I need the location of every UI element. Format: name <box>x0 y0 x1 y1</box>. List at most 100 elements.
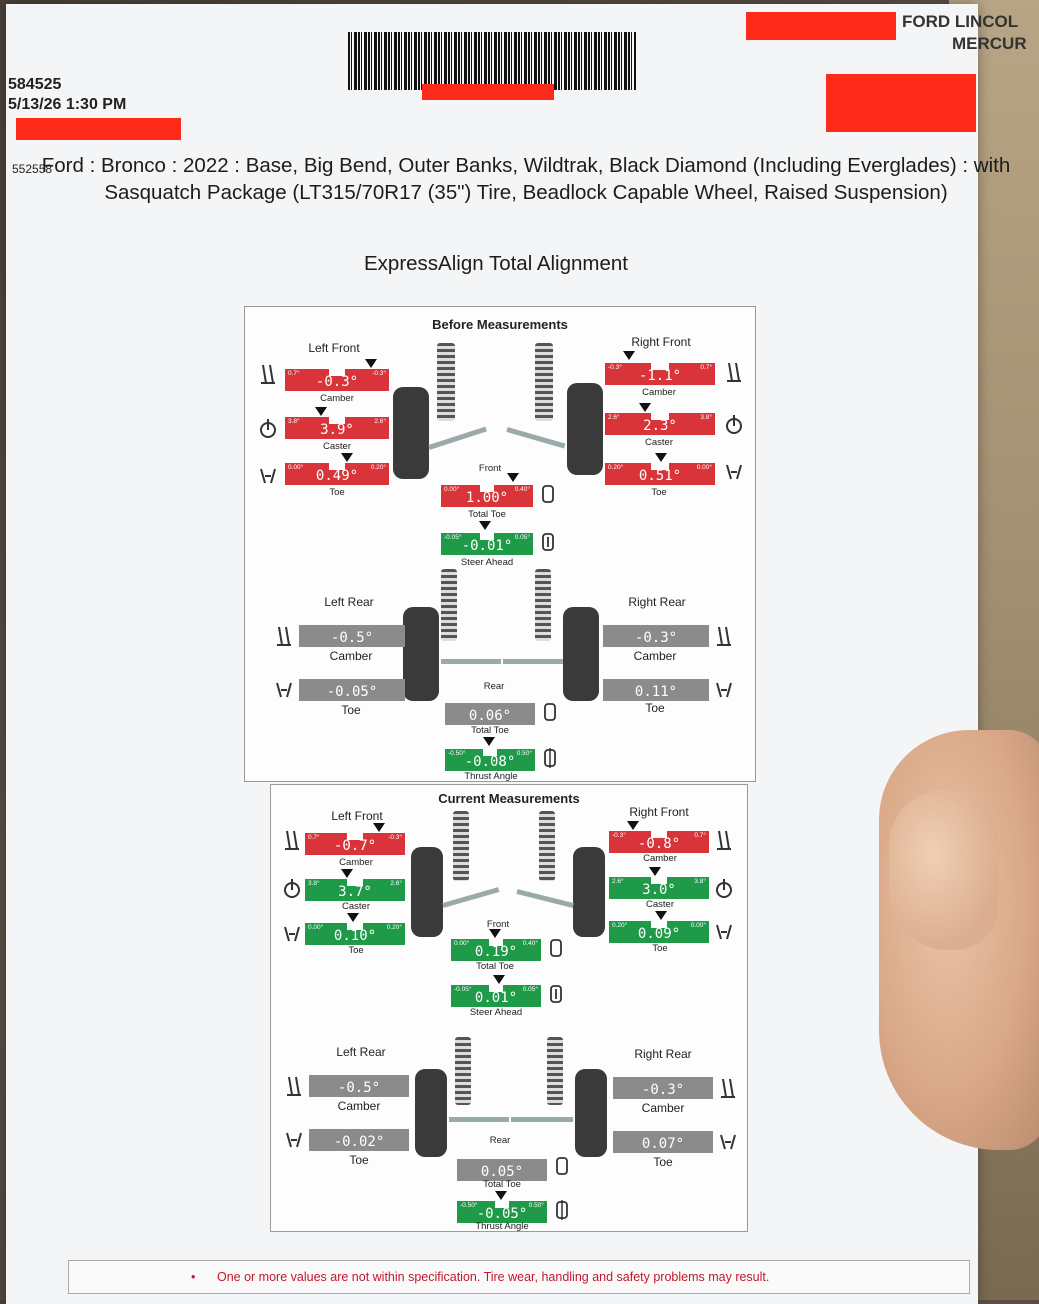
rear-left-tire <box>415 1069 447 1157</box>
rr-toe-label: Toe <box>653 1155 673 1169</box>
dealer-name-line2: MERCUR <box>952 34 1027 53</box>
rear-left-tire <box>403 607 439 701</box>
lr-toe-label: Toe <box>341 703 361 717</box>
front-total-toe-value: 0.19° <box>474 944 518 960</box>
thrust-angle-value: -0.05° <box>476 1206 528 1222</box>
rf-caster-bar: 2.6°3.8°3.0° <box>609 877 709 899</box>
lf-caster-bar: 3.8°2.6°3.7° <box>305 879 405 901</box>
thrust-angle-bar: -0.50°0.50°-0.05° <box>457 1201 547 1223</box>
lr-toe-label: Toe <box>349 1153 369 1167</box>
rr-camber-label: Camber <box>633 649 677 663</box>
arrow-down-icon <box>315 407 327 416</box>
trailing-arm <box>449 1117 509 1122</box>
camber-icon <box>285 830 299 850</box>
toe-icon <box>720 1134 736 1150</box>
front-right-tire <box>567 383 603 475</box>
rr-toe-value: 0.07° <box>641 1136 685 1152</box>
lf-toe-label: Toe <box>329 487 345 498</box>
lf-toe-label: Toe <box>348 945 364 956</box>
arrow-down-icon <box>495 1191 507 1200</box>
camber-icon <box>261 364 275 384</box>
toe-icon <box>276 682 292 698</box>
toe-icon <box>284 926 300 942</box>
lf-toe-value: 0.10° <box>333 928 377 944</box>
lf-caster-label: Caster <box>342 901 370 912</box>
rr-toe-bar: 0.11° <box>603 679 709 701</box>
lf-caster-value: 3.9° <box>320 422 354 438</box>
right-front-label: Right Front <box>629 805 689 819</box>
steer-ahead-value: -0.01° <box>461 538 513 554</box>
lr-camber-label: Camber <box>337 1099 381 1113</box>
coil-spring <box>547 1037 563 1105</box>
rear-axle-label: Rear <box>483 681 505 692</box>
barcode <box>348 32 636 90</box>
vehicle-outline-icon <box>550 939 562 957</box>
coil-spring <box>437 343 455 421</box>
lr-toe-bar: -0.02° <box>309 1129 409 1151</box>
lf-caster-label: Caster <box>323 441 351 452</box>
rf-camber-label: Camber <box>643 853 677 864</box>
rear-axle-label: Rear <box>489 1135 511 1146</box>
coil-spring <box>455 1037 471 1105</box>
thrust-icon <box>556 1200 568 1220</box>
lf-caster-value: 3.7° <box>338 884 372 900</box>
rf-caster-label: Caster <box>646 899 674 910</box>
redaction-bar <box>422 84 554 100</box>
arrow-down-icon <box>627 821 639 830</box>
rr-camber-value: -0.3° <box>641 1082 685 1098</box>
front-total-toe-label: Total Toe <box>476 961 514 972</box>
lr-camber-bar: -0.5° <box>299 625 405 647</box>
lf-camber-value: -0.7° <box>333 838 377 854</box>
steering-icon <box>550 985 562 1003</box>
coil-spring <box>453 811 469 881</box>
lr-camber-value: -0.5° <box>337 1080 381 1096</box>
arrow-down-icon <box>341 869 353 878</box>
arrow-down-icon <box>655 453 667 462</box>
rr-toe-bar: 0.07° <box>613 1131 713 1153</box>
front-left-tire <box>393 387 429 479</box>
thumb <box>889 790 999 950</box>
arrow-down-icon <box>623 351 635 360</box>
arrow-down-icon <box>507 473 519 482</box>
camber-icon <box>721 1078 735 1098</box>
lf-toe-value: 0.49° <box>315 468 359 484</box>
work-order-number: 584525 <box>8 76 62 93</box>
rear-total-toe-bar: 0.05° <box>457 1159 547 1181</box>
current-measurements-panel: Current Measurements Left Front 0.7°-0.3… <box>270 784 748 1232</box>
steer-ahead-bar: -0.05°0.05°-0.01° <box>441 533 533 555</box>
rf-toe-bar: 0.20°0.00°0.51° <box>605 463 715 485</box>
toe-icon <box>260 468 276 484</box>
rear-right-tire <box>575 1069 607 1157</box>
spec-warning-text: One or more values are not within specif… <box>217 1270 770 1284</box>
rf-camber-value: -1.1° <box>638 368 682 384</box>
toe-icon <box>726 464 742 480</box>
rr-camber-label: Camber <box>641 1101 685 1115</box>
arrow-down-icon <box>347 913 359 922</box>
arrow-down-icon <box>489 929 501 938</box>
rr-toe-value: 0.11° <box>634 684 678 700</box>
rf-caster-label: Caster <box>645 437 673 448</box>
front-total-toe-value: 1.00° <box>465 490 509 506</box>
caster-icon <box>284 879 300 898</box>
service-title: ExpressAlign Total Alignment <box>364 252 628 275</box>
rf-toe-label: Toe <box>651 487 667 498</box>
toe-icon <box>716 682 732 698</box>
toe-icon <box>286 1132 302 1148</box>
rr-camber-bar: -0.3° <box>603 625 709 647</box>
front-total-toe-label: Total Toe <box>468 509 506 520</box>
trailing-arm <box>441 659 501 664</box>
thrust-angle-label: Thrust Angle <box>475 1221 529 1232</box>
camber-icon <box>277 626 291 646</box>
lr-camber-label: Camber <box>329 649 373 663</box>
coil-spring <box>535 343 553 421</box>
rr-toe-label: Toe <box>645 701 665 715</box>
vehicle-outline-icon <box>544 703 556 721</box>
caster-icon <box>726 415 742 434</box>
steer-ahead-label: Steer Ahead <box>460 557 514 568</box>
arrow-down-icon <box>373 823 385 832</box>
coil-spring <box>441 569 457 641</box>
rf-caster-bar: 2.6°3.8°2.3° <box>605 413 715 435</box>
lr-camber-value: -0.5° <box>330 630 374 646</box>
control-arm <box>428 426 487 450</box>
vehicle-outline-icon <box>556 1157 568 1175</box>
